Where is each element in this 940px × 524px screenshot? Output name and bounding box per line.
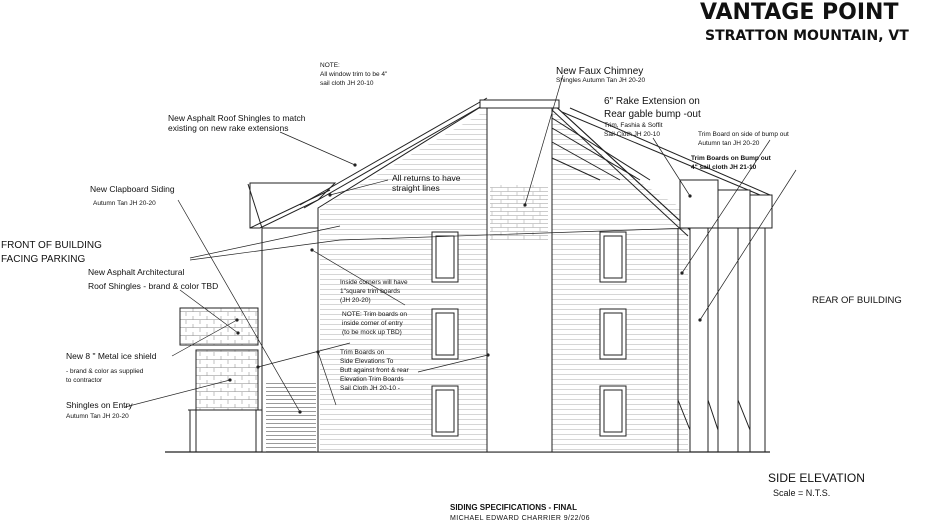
roof-shingles-note: New Asphalt Roof Shingles to match exist… xyxy=(168,113,308,133)
trim-side-bumpout-note: Trim Board on side of bump out Autumn ta… xyxy=(698,131,791,147)
entry-shingles-note: Shingles on Entry Autumn Tan JH 20-20 xyxy=(66,395,137,420)
trim-bumpout-note: Trim Boards on Bump out 4" sail cloth JH… xyxy=(691,155,773,171)
rear-bumpout-2 xyxy=(717,189,751,229)
windows xyxy=(431,231,627,437)
scale-label: Scale = N.T.S. xyxy=(773,488,830,498)
entry-roof xyxy=(179,307,259,346)
entry-corner-note: NOTE: Trim boards on inside corner of en… xyxy=(342,311,409,336)
project-title: VANTAGE POINT xyxy=(700,0,898,25)
inside-corners-note: Inside corners will have 1"square trim b… xyxy=(340,279,409,304)
chimney-cap xyxy=(479,99,560,109)
author-date: MICHAEL EDWARD CHARRIER 9/22/06 xyxy=(450,515,590,522)
project-location: STRATTON MOUNTAIN, VT xyxy=(705,28,909,44)
window-trim-note: NOTE: All window trim to be 4" sail clot… xyxy=(320,62,389,87)
leader-lines xyxy=(124,74,797,413)
front-roof xyxy=(249,182,337,229)
building-elevation xyxy=(165,97,773,453)
chimney-shingles xyxy=(490,185,548,240)
side-elevation-label: SIDE ELEVATION xyxy=(768,471,865,485)
ice-shield-note: New 8 " Metal ice shield - brand & color… xyxy=(66,346,161,384)
front-of-building-label: FRONT OF BUILDING FACING PARKING xyxy=(1,240,105,265)
architectural-shingles-note: New Asphalt Architectural Roof Shingles … xyxy=(88,267,218,291)
clapboard-note: New Clapboard Siding Autumn Tan JH 20-20 xyxy=(90,179,179,207)
faux-chimney xyxy=(486,102,553,453)
rake-extension-note: 6" Rake Extension on Rear gable bump -ou… xyxy=(604,91,705,138)
returns-note: All returns to have straight lines xyxy=(392,173,463,193)
faux-chimney-note: New Faux Chimney Shingles Autumn Tan JH … xyxy=(556,61,648,84)
rear-of-building-label: REAR OF BUILDING xyxy=(812,295,902,306)
siding-spec-title: SIDING SPECIFICATIONS - FINAL xyxy=(450,503,577,512)
side-trim-note: Trim Boards on Side Elevations To Butt a… xyxy=(340,349,410,392)
rear-bumpout-1 xyxy=(679,179,719,229)
